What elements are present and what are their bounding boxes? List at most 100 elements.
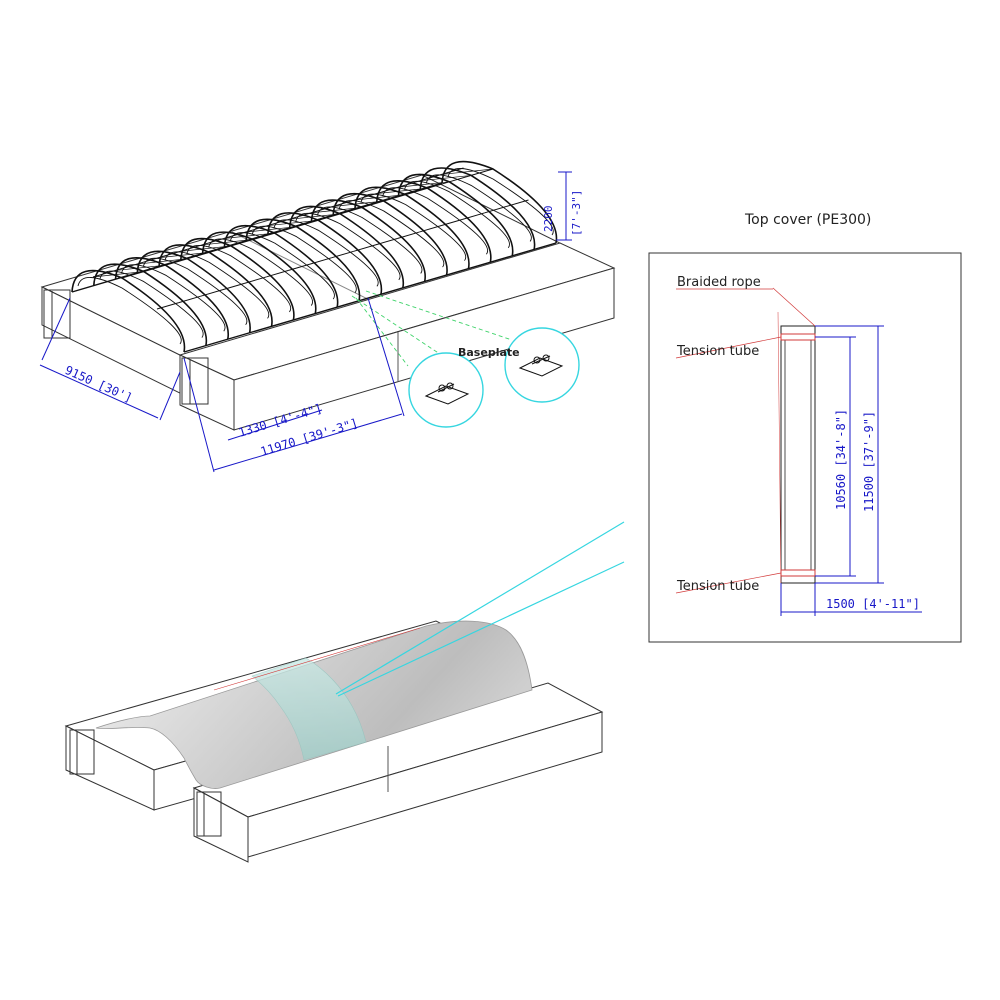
diagonal-brace (419, 175, 472, 182)
braided-rope-line (772, 287, 816, 327)
top-cover-detail-panel: Top cover (PE300) Braided rope Tension t… (648, 212, 962, 643)
arch-inner-chord (142, 257, 248, 326)
purlin (506, 199, 529, 207)
purlin (244, 276, 267, 284)
arch-inner-chord (99, 270, 204, 338)
base-rail (71, 182, 443, 293)
base-rail (183, 242, 557, 353)
arch-inner-chord (360, 193, 467, 261)
diagonal-brace (180, 245, 232, 252)
arch-inner-chord (404, 180, 510, 249)
purlin (287, 263, 311, 272)
purlin (332, 199, 355, 207)
front-container (178, 242, 616, 431)
purlin (245, 225, 268, 233)
arch-rib (441, 160, 558, 244)
diagonal-brace (158, 252, 210, 259)
label-leaders (675, 288, 782, 594)
arch-inner-chord (425, 174, 532, 242)
purlin (274, 226, 297, 234)
purlin (484, 205, 507, 214)
diagonal-brace (223, 232, 275, 239)
purlin (340, 206, 363, 215)
purlin (462, 212, 485, 220)
arch-inner-chord (382, 187, 489, 255)
purlin (296, 219, 319, 228)
front-container-covered (192, 682, 604, 863)
panel-dimension-lines (780, 325, 922, 616)
purlin (440, 218, 464, 227)
diagonal-brace (92, 271, 144, 278)
purlin (201, 238, 224, 246)
top-cover-title: Top cover (PE300) (744, 212, 871, 228)
purlin (376, 186, 399, 195)
purlin (353, 244, 376, 252)
purlin (209, 245, 232, 253)
purlin (331, 250, 354, 259)
tension-tube-bottom-shape (780, 569, 816, 577)
purlin (252, 232, 275, 241)
inner-length-dimension: 10560 [34'-8"] (834, 409, 848, 510)
purlin (419, 225, 442, 233)
tension-tube-bottom-label: Tension tube (676, 579, 759, 594)
purlin (178, 295, 201, 304)
purlin (427, 181, 450, 189)
purlin (471, 168, 494, 176)
purlin (397, 180, 421, 188)
purlin (289, 212, 312, 220)
arch-inner-chord (251, 225, 357, 293)
purlin (397, 231, 420, 239)
purlin (449, 174, 472, 183)
arched-frame (71, 160, 558, 353)
purlin (222, 282, 245, 291)
purlin (267, 218, 290, 227)
arch-inner-chord (208, 238, 313, 306)
tension-tube-top-shape (780, 333, 816, 341)
arch-inner-chord (121, 264, 226, 332)
purlin (354, 193, 377, 201)
purlin (361, 200, 385, 208)
purlin (180, 244, 203, 252)
baseplate-label: Baseplate (458, 346, 520, 359)
cover-leader-bottom (337, 561, 625, 697)
diagonal-brace (441, 168, 494, 175)
purlin (121, 271, 144, 279)
purlin (92, 270, 115, 278)
baseplate-leaders (351, 290, 513, 367)
arch-inner-chord (164, 251, 270, 319)
width-dimension: 9150 [30'] (63, 363, 135, 405)
purlin (310, 205, 333, 214)
arch-inner-chord (295, 212, 401, 281)
covered-shelter-view (64, 521, 625, 863)
purlin (223, 231, 246, 240)
baseplate-detail-right (504, 327, 580, 403)
purlin (165, 258, 188, 266)
purlin (158, 250, 181, 259)
arch-inner-chord (447, 168, 554, 236)
outer-length-dimension: 11500 [37'-9"] (862, 411, 876, 512)
panel-width-dimension: 1500 [4'-11"] (826, 597, 920, 611)
cover-leader-top (335, 521, 625, 695)
diagonal-brace (114, 264, 166, 271)
purlin (309, 257, 332, 265)
purlin (156, 302, 179, 310)
cover-sheet (780, 325, 816, 584)
purlin (136, 257, 159, 265)
arch-inner-chord (316, 206, 423, 274)
dimension-lines (39, 171, 572, 473)
purlin (200, 289, 223, 297)
purlin (230, 239, 254, 247)
purlin (441, 167, 464, 175)
diagonal-brace (136, 258, 188, 265)
purlin (114, 263, 137, 272)
purlin (187, 251, 210, 260)
diagonal-brace (245, 226, 297, 233)
purlin (318, 213, 341, 221)
purlin (375, 237, 398, 246)
purlin (143, 264, 166, 273)
purlin (419, 173, 442, 182)
frame-assembly-drawing: Baseplate 2200 [7'-3"] 9150 [30'] 1330 [… (39, 160, 616, 473)
arch-inner-chord (186, 244, 292, 313)
arch-inner-chord (229, 232, 335, 300)
diagonal-brace (201, 239, 253, 246)
